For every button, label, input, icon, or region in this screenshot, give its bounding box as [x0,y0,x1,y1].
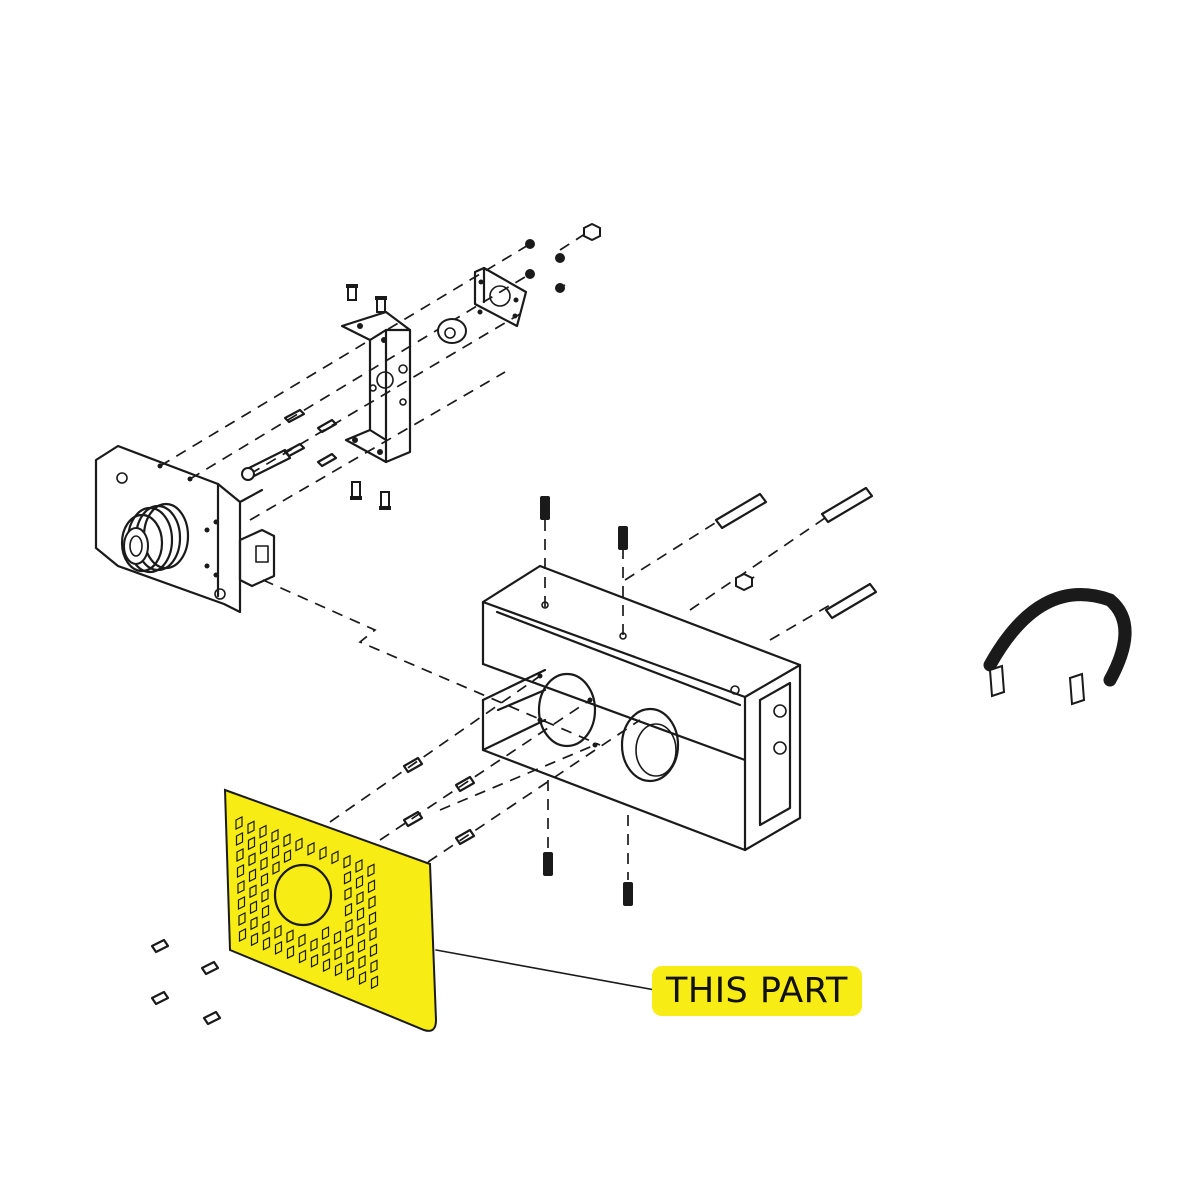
grille-slot [310,953,319,968]
grille-slot [238,928,247,942]
grille-slot [368,895,376,910]
grille-slot [344,902,353,917]
grille-slot [235,816,243,830]
grille-slot [295,837,303,852]
alignment-pins [241,408,338,481]
grille-slot [259,824,267,839]
grille-slot [248,868,257,883]
assembly-guide-lines [159,231,831,880]
l-bracket [340,284,412,510]
grille-slot [319,846,327,861]
grille-slot [343,854,351,869]
grille-slot [286,929,294,944]
grille-slot [307,841,315,856]
hex-nut [525,222,601,293]
dowel-pins [714,486,878,620]
grille-slot [344,886,352,901]
grille-slot [356,907,365,921]
standoff-spacers [540,496,633,906]
grille-slot [249,900,258,915]
grille-slot [334,946,342,961]
grille-slot [345,918,353,933]
grille-slot [237,880,245,894]
grille-mounting-screws [402,756,476,846]
grille-slot [369,943,378,958]
grille-slot [247,820,255,835]
grille-slot [237,896,246,910]
grille-slot [370,975,379,990]
grille-slot [331,850,339,865]
grille-slot [370,959,378,974]
grille-slot [356,891,364,905]
grille-slot [238,912,246,926]
grille-slot [260,872,269,887]
grille-slot [343,870,352,885]
grille-slot [259,840,268,855]
grille-slot [322,958,331,973]
grille-slot [367,879,376,894]
grille-slot [286,945,295,960]
grille-slot [272,860,280,875]
ribbon-cable [983,588,1132,706]
grille-slot [310,937,318,952]
grille-slot [262,936,271,951]
callout-leader-line [435,949,656,991]
main-housing-frame [481,564,802,852]
grille-slot [247,836,256,851]
grille-slot [358,971,367,985]
grille-slot [355,859,363,873]
grille-slot [357,923,365,937]
grille-slot [261,888,269,903]
highlighted-grille-plate [223,788,438,1032]
grille-slot [236,864,245,878]
grille-slot [345,934,354,949]
grille-slot [249,884,257,899]
grille-slot [322,942,330,957]
grille-slot [250,932,259,947]
grille-slot [346,966,355,981]
grille-slot [369,927,377,942]
grille-slot [368,911,377,926]
grille-slot [236,848,244,862]
grille-slot [283,849,292,864]
grille-slot [346,950,354,965]
grille-slot [283,833,291,848]
washer [437,318,467,344]
grille-slot [271,828,279,843]
grille-slot [235,832,244,846]
grille-slot [248,852,256,867]
grille-slot [274,940,283,955]
grille-slot [321,926,330,941]
grille-slot [261,904,270,919]
grille-slot [333,930,342,945]
grille-slot [298,933,306,948]
grille-slot [260,856,268,871]
grille-slot [357,939,366,953]
grille-slot [262,920,270,935]
grille-slot [367,863,375,878]
grille-slot [271,844,280,859]
grille-slot [334,962,343,977]
grille-slot [358,955,366,969]
mounting-plate-with-pulley [94,444,276,614]
grille-slot [355,875,364,889]
this-part-callout: THIS PART [652,966,862,1016]
grille-slot [298,949,307,964]
grille-slot [274,924,282,939]
loose-screws [150,938,222,1026]
bearing-plate [473,266,528,328]
grille-slot [250,916,258,931]
